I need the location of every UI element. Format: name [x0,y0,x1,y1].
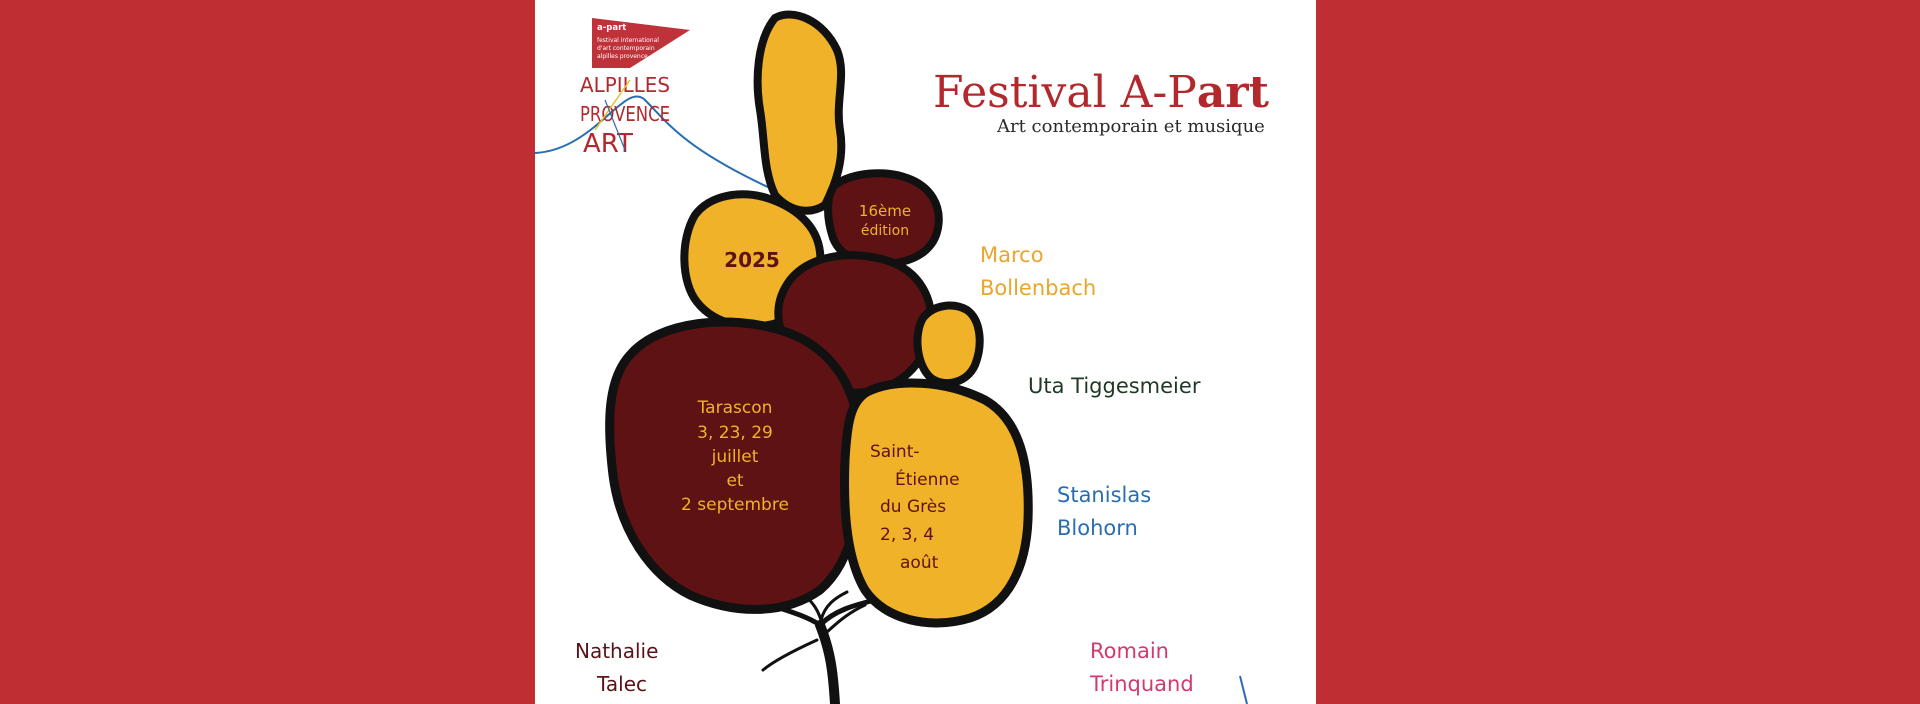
stetienne-month: août [900,553,939,573]
stetienne-town-2: Étienne [895,468,960,490]
logo-word-provence: PROVENCE [580,102,670,126]
edition-number: 16ème [859,202,911,220]
artist-nathalie-last: Talec [596,672,647,696]
artist-list: Marco Bollenbach Uta Tiggesmeier Stanisl… [575,243,1201,696]
edition-label: édition [861,223,909,239]
artist-stanislas-last: Blohorn [1057,516,1138,540]
tarascon-text: Tarascon 3, 23, 29 juillet et 2 septembr… [681,398,789,515]
logo-tagline-1: festival international [597,37,659,44]
logo-small-name: a-part [597,23,626,33]
logo-scribble-2 [604,99,626,151]
logo-tagline-3: alpilles provence [597,53,648,60]
blue-stroke-decoration [1239,675,1248,704]
logo-word-art: ART [583,129,633,159]
logo-flag [592,18,690,68]
year-label: 2025 [724,248,780,272]
artist-romain-first: Romain [1090,639,1169,663]
artist-romain-last: Trinquand [1089,672,1194,696]
tarascon-september: 2 septembre [681,495,789,515]
artist-marco-first: Marco [980,243,1044,267]
tarascon-days: 3, 23, 29 [697,423,773,443]
stetienne-town-3: du Grès [880,497,946,517]
artist-stanislas-first: Stanislas [1057,483,1151,507]
artist-marco-last: Bollenbach [980,276,1096,300]
blob-edition [824,169,943,269]
logo-tagline-2: d'art contemporain [597,45,655,52]
logo-scribble [594,79,631,131]
artist-uta: Uta Tiggesmeier [1028,374,1201,398]
tarascon-month: juillet [711,447,759,467]
blue-line-decoration [535,95,786,196]
blob-tarascon [605,317,866,614]
poster: a-part festival international d'art cont… [535,0,1316,704]
festival-logo: a-part festival international d'art cont… [580,18,690,159]
stetienne-days: 2, 3, 4 [880,525,934,545]
blob-small [913,301,984,388]
poster-artwork: a-part festival international d'art cont… [535,10,1270,704]
blob-saint-etienne [840,378,1033,628]
logo-word-alpilles: ALPILLES [580,73,670,97]
stetienne-town-1: Saint- [870,442,920,462]
artist-nathalie-first: Nathalie [575,639,658,663]
page-title: Festival A-Part [933,67,1270,118]
blob-top [753,10,846,215]
saint-etienne-text: Saint- Étienne du Grès 2, 3, 4 août [870,442,960,573]
page-subtitle: Art contemporain et musique [996,116,1265,137]
tarascon-and: et [726,471,743,491]
tarascon-town: Tarascon [697,398,773,418]
